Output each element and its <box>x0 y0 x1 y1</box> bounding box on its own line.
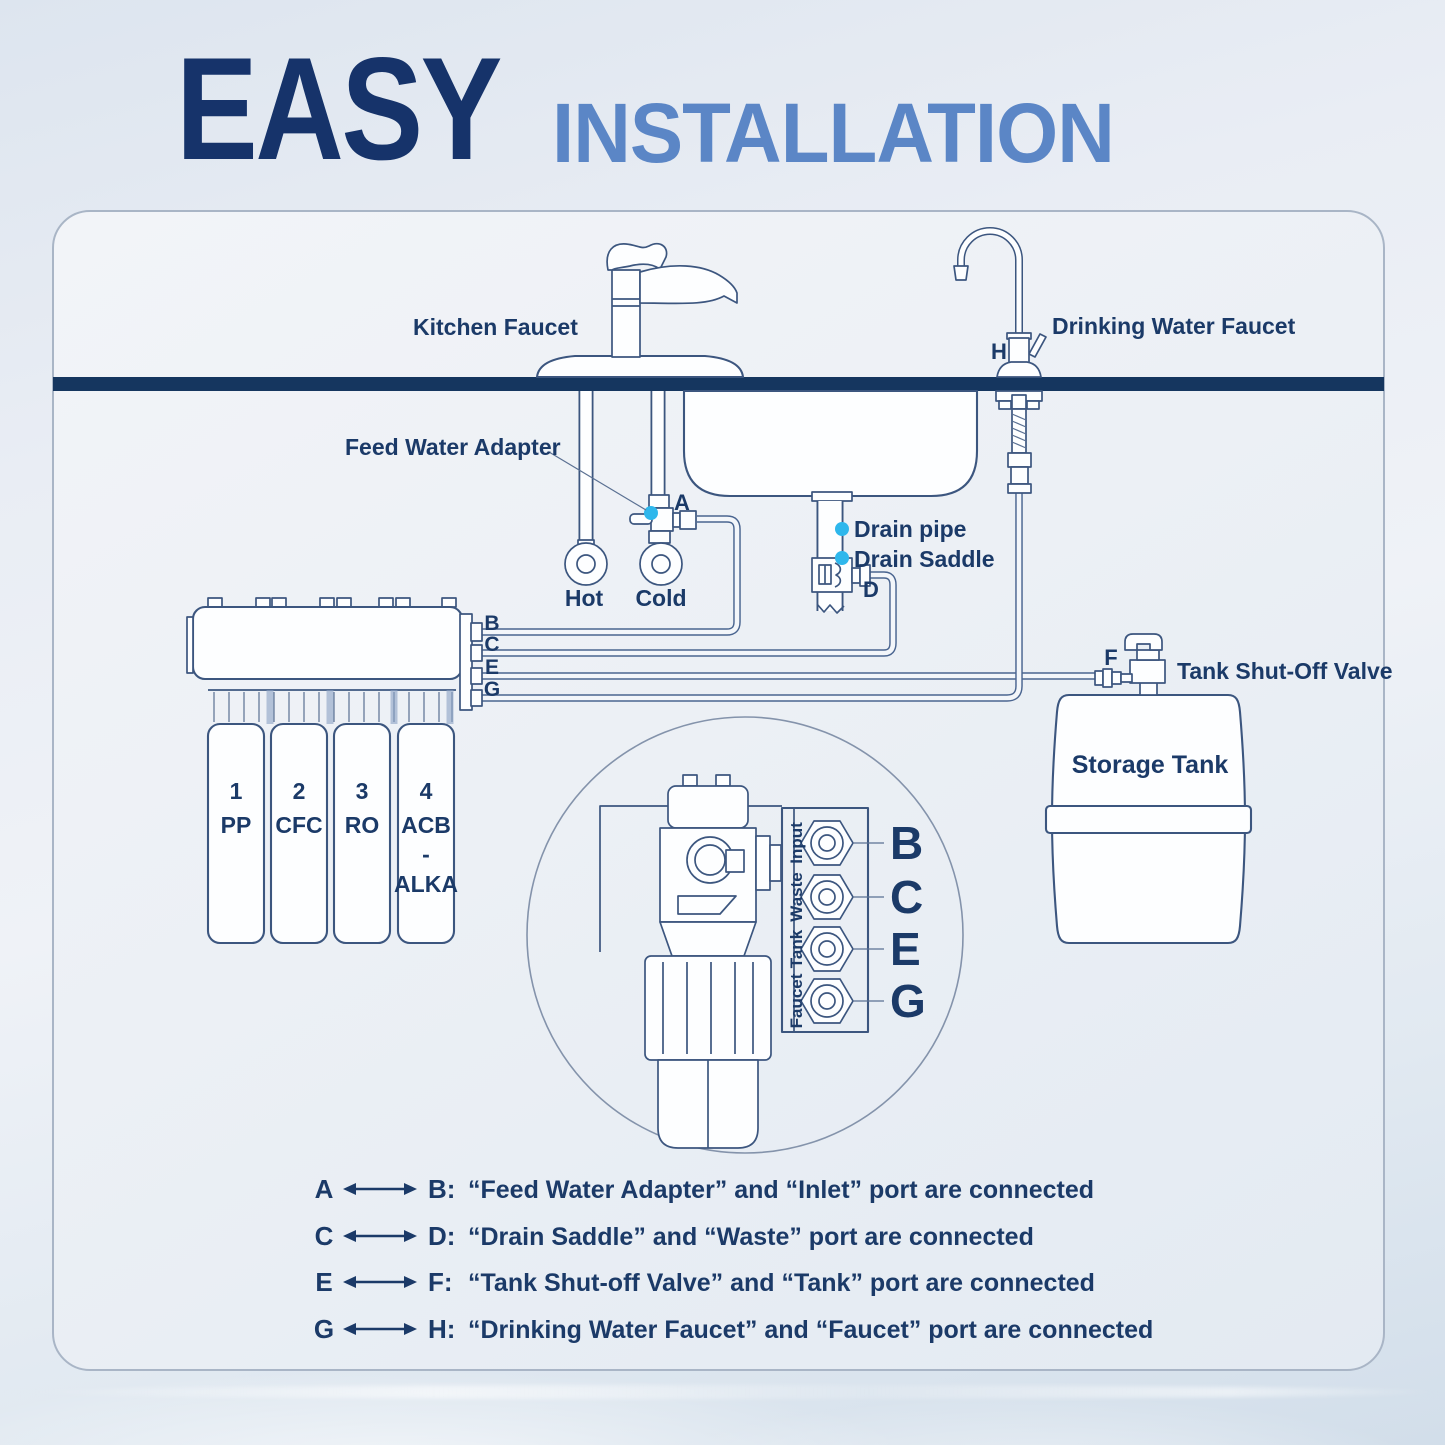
filter4-code: ACB <box>401 812 451 838</box>
drain-saddle-label: Drain Saddle <box>854 546 995 572</box>
feed-adapter-leader-line <box>548 451 647 511</box>
drinking-water-faucet-drawing <box>953 227 1047 494</box>
hot-label: Hot <box>565 585 604 611</box>
manifold-port-b: B <box>484 612 499 635</box>
point-d: D <box>863 577 879 602</box>
legend2-text: “Drain Saddle” and “Waste” port are conn… <box>468 1223 1034 1251</box>
legend1-left: A <box>315 1174 334 1204</box>
filter3-number: 3 <box>356 778 369 804</box>
drain-pipe-dot <box>835 522 849 536</box>
legend4-left: G <box>314 1314 334 1344</box>
feed-water-adapter-drawing <box>629 494 697 586</box>
legend-row-4: G H: “Drinking Water Faucet” and “Faucet… <box>314 1314 1153 1344</box>
legend: A B: “Feed Water Adapter” and “Inlet” po… <box>314 1174 1153 1344</box>
inset-port-c <box>800 874 884 920</box>
storage-tank-label: Storage Tank <box>1072 751 1229 779</box>
inset-port-g <box>800 978 884 1024</box>
countertop-bar <box>53 377 1384 391</box>
inset-port-name-faucet: Faucet <box>787 973 806 1028</box>
drain-pipe-label: Drain pipe <box>854 516 966 542</box>
inset-port-name-input: Input <box>787 822 806 864</box>
drain-saddle-drawing <box>811 557 871 593</box>
drinking-water-faucet-label: Drinking Water Faucet <box>1052 313 1296 339</box>
kitchen-faucet-label: Kitchen Faucet <box>413 314 578 340</box>
drain-saddle-dot <box>835 551 849 565</box>
filter1-number: 1 <box>230 778 243 804</box>
title-main: EASY <box>176 27 502 190</box>
manifold-port-e: E <box>485 656 499 679</box>
storage-tank-drawing <box>1044 693 1253 945</box>
legend4-text: “Drinking Water Faucet” and “Faucet” por… <box>468 1316 1153 1344</box>
tank-shut-off-valve-drawing <box>1094 633 1166 696</box>
manifold-port-g: G <box>484 678 500 701</box>
legend3-text: “Tank Shut-off Valve” and “Tank” port ar… <box>468 1269 1095 1297</box>
filter2-number: 2 <box>293 778 306 804</box>
legend-row-2: C D: “Drain Saddle” and “Waste” port are… <box>315 1221 1034 1251</box>
inset-letter-b: B <box>890 817 923 869</box>
supply-pipes <box>578 391 666 542</box>
legend-row-1: A B: “Feed Water Adapter” and “Inlet” po… <box>315 1174 1094 1204</box>
cold-label: Cold <box>635 585 686 611</box>
feed-adapter-dot <box>644 506 658 520</box>
title-subtitle: INSTALLATION <box>552 86 1115 180</box>
feed-water-adapter-label: Feed Water Adapter <box>345 434 561 460</box>
legend3-right: F: <box>428 1267 453 1297</box>
inset-letter-c: C <box>890 871 923 923</box>
legend1-right: B: <box>428 1174 455 1204</box>
filter-unit-drawing <box>186 597 483 945</box>
legend4-right: H: <box>428 1314 455 1344</box>
tubing-runs <box>481 493 1096 702</box>
filter2-code: CFC <box>275 812 322 838</box>
legend1-text: “Feed Water Adapter” and “Inlet” port ar… <box>468 1176 1094 1204</box>
legend-row-3: E F: “Tank Shut-off Valve” and “Tank” po… <box>315 1267 1095 1297</box>
inset-port-name-waste: Waste <box>787 872 806 921</box>
filter4-number: 4 <box>420 778 433 804</box>
sink-drawing <box>682 389 979 502</box>
point-a: A <box>674 490 690 515</box>
legend2-left: C <box>315 1221 334 1251</box>
legend2-right: D: <box>428 1221 455 1251</box>
tank-shut-off-valve-label: Tank Shut-Off Valve <box>1177 658 1393 684</box>
inset-detail-drawing <box>526 716 964 1154</box>
filter3-code: RO <box>345 812 380 838</box>
point-f: F <box>1104 645 1117 670</box>
inset-port-b <box>800 820 884 866</box>
inset-port-e <box>800 926 884 972</box>
filter4-separator: - <box>422 841 430 867</box>
inset-port-name-tank: Tank <box>787 929 806 968</box>
filter4-code2: ALKA <box>394 871 458 897</box>
inset-letter-g: G <box>890 975 926 1027</box>
manifold-port-c: C <box>484 633 499 656</box>
legend3-left: E <box>315 1267 332 1297</box>
filter1-code: PP <box>221 812 252 838</box>
inset-letter-e: E <box>890 923 921 975</box>
point-h: H <box>991 339 1007 364</box>
hot-valve-drawing <box>564 539 608 586</box>
kitchen-faucet-drawing <box>535 242 745 379</box>
